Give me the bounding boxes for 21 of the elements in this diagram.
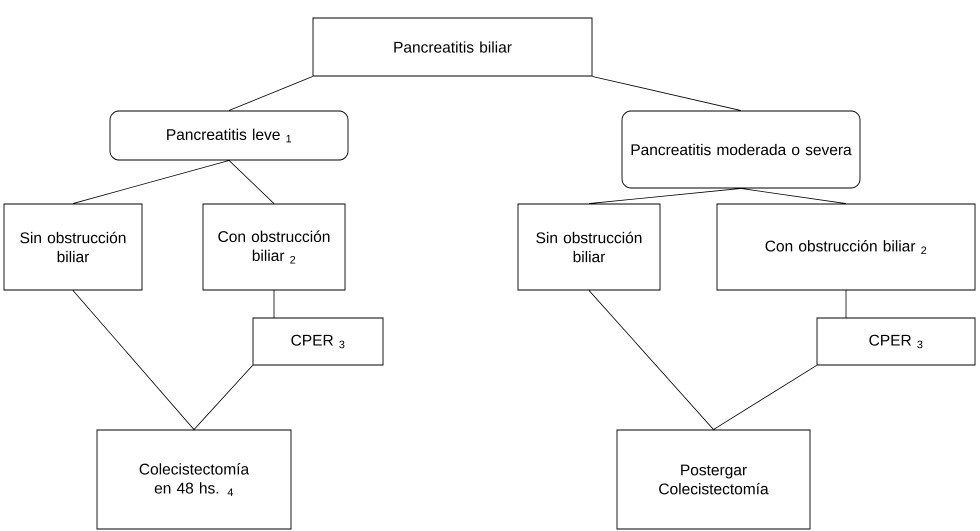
connector-line [72, 290, 194, 430]
connector-line [228, 160, 274, 204]
box: Sin obstrucción biliar [518, 204, 660, 290]
box: CPER $_{3}$ [816, 318, 976, 366]
rounded-box: Pancreatitis moderada o severa [622, 110, 860, 188]
box: Con obstrucción biliar $_{2}$ [202, 204, 346, 290]
box: Sin obstrucción biliar [4, 204, 142, 290]
box: Con obstrucción biliar $_{2}$ [716, 204, 976, 290]
connector-line [713, 365, 817, 430]
connector-line [194, 365, 253, 430]
connector-line [740, 188, 846, 204]
connector-line [228, 76, 313, 111]
box: Colecistectomía en 48 hs. $_{4}$ [96, 430, 292, 530]
connector-line [72, 160, 230, 204]
box: Pancreatitis biliar [312, 18, 592, 76]
box: CPER $_{3}$ [252, 318, 384, 366]
connector-line [588, 290, 714, 430]
box: Postergar Colecistectomía [616, 430, 810, 530]
rounded-box: Pancreatitis leve $_{1}$ [110, 110, 348, 160]
connector-line [588, 188, 742, 204]
connector-line [592, 76, 742, 111]
